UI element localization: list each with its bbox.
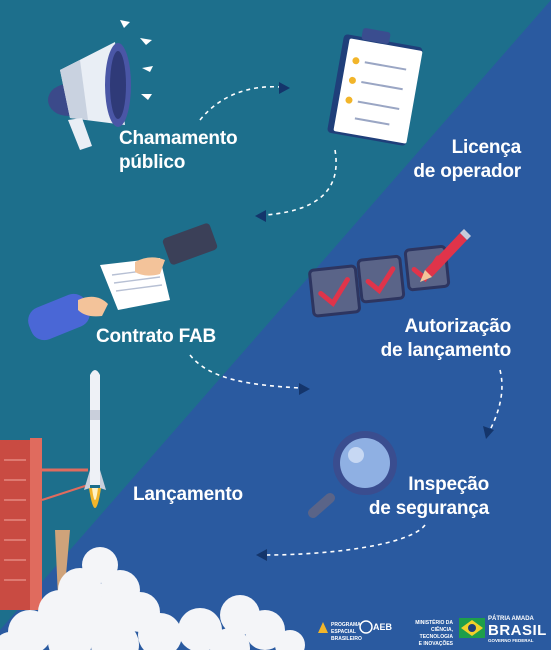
megaphone-icon xyxy=(48,20,153,150)
ministerio-text: MINISTÉRIO DA CIÊNCIA, TECNOLOGIA E INOV… xyxy=(415,620,453,647)
patria-amada-text: PÁTRIA AMADA xyxy=(488,616,534,622)
arrowhead-1 xyxy=(279,82,290,94)
connector-arrowheads xyxy=(255,82,494,561)
pencil-icon xyxy=(420,229,471,282)
footer-logos xyxy=(318,618,485,638)
governo-federal-text: GOVERNO FEDERAL xyxy=(488,638,534,643)
step-chamamento-label: Chamamento público xyxy=(119,128,238,173)
smoke-cloud-icon xyxy=(0,547,305,650)
programa-logo-icon xyxy=(318,622,328,633)
step-autorizacao-label: Autorização de lançamento xyxy=(380,316,512,361)
connector-1 xyxy=(199,85,281,121)
step-contrato-label: Contrato FAB xyxy=(96,326,217,347)
arrowhead-2 xyxy=(255,210,266,222)
step-licenca-label: Licença de operador xyxy=(413,137,521,182)
step-inspecao-label: Inspeção de segurança xyxy=(368,474,489,519)
arrowhead-4 xyxy=(483,426,494,439)
handshake-document-icon xyxy=(28,223,218,341)
connector-4 xyxy=(489,369,503,431)
flow-connectors xyxy=(189,85,503,556)
connector-5 xyxy=(264,524,426,556)
launch-tower-icon xyxy=(0,438,89,610)
clipboard-icon xyxy=(327,28,423,146)
rocket-icon xyxy=(84,370,106,508)
aeb-logo-icon xyxy=(359,620,373,634)
magnifier-icon xyxy=(308,431,397,518)
arrowhead-5 xyxy=(256,549,267,561)
aeb-logo-text: AEB xyxy=(373,622,393,632)
connector-3 xyxy=(189,354,301,389)
connector-2 xyxy=(264,149,337,216)
programa-espacial-text: PROGRAMA ESPACIAL BRASILEIRO xyxy=(331,622,362,642)
step-lancamento-label: Lançamento xyxy=(133,484,243,505)
arrowhead-3 xyxy=(299,383,310,395)
brasil-text: BRASIL xyxy=(488,622,547,639)
